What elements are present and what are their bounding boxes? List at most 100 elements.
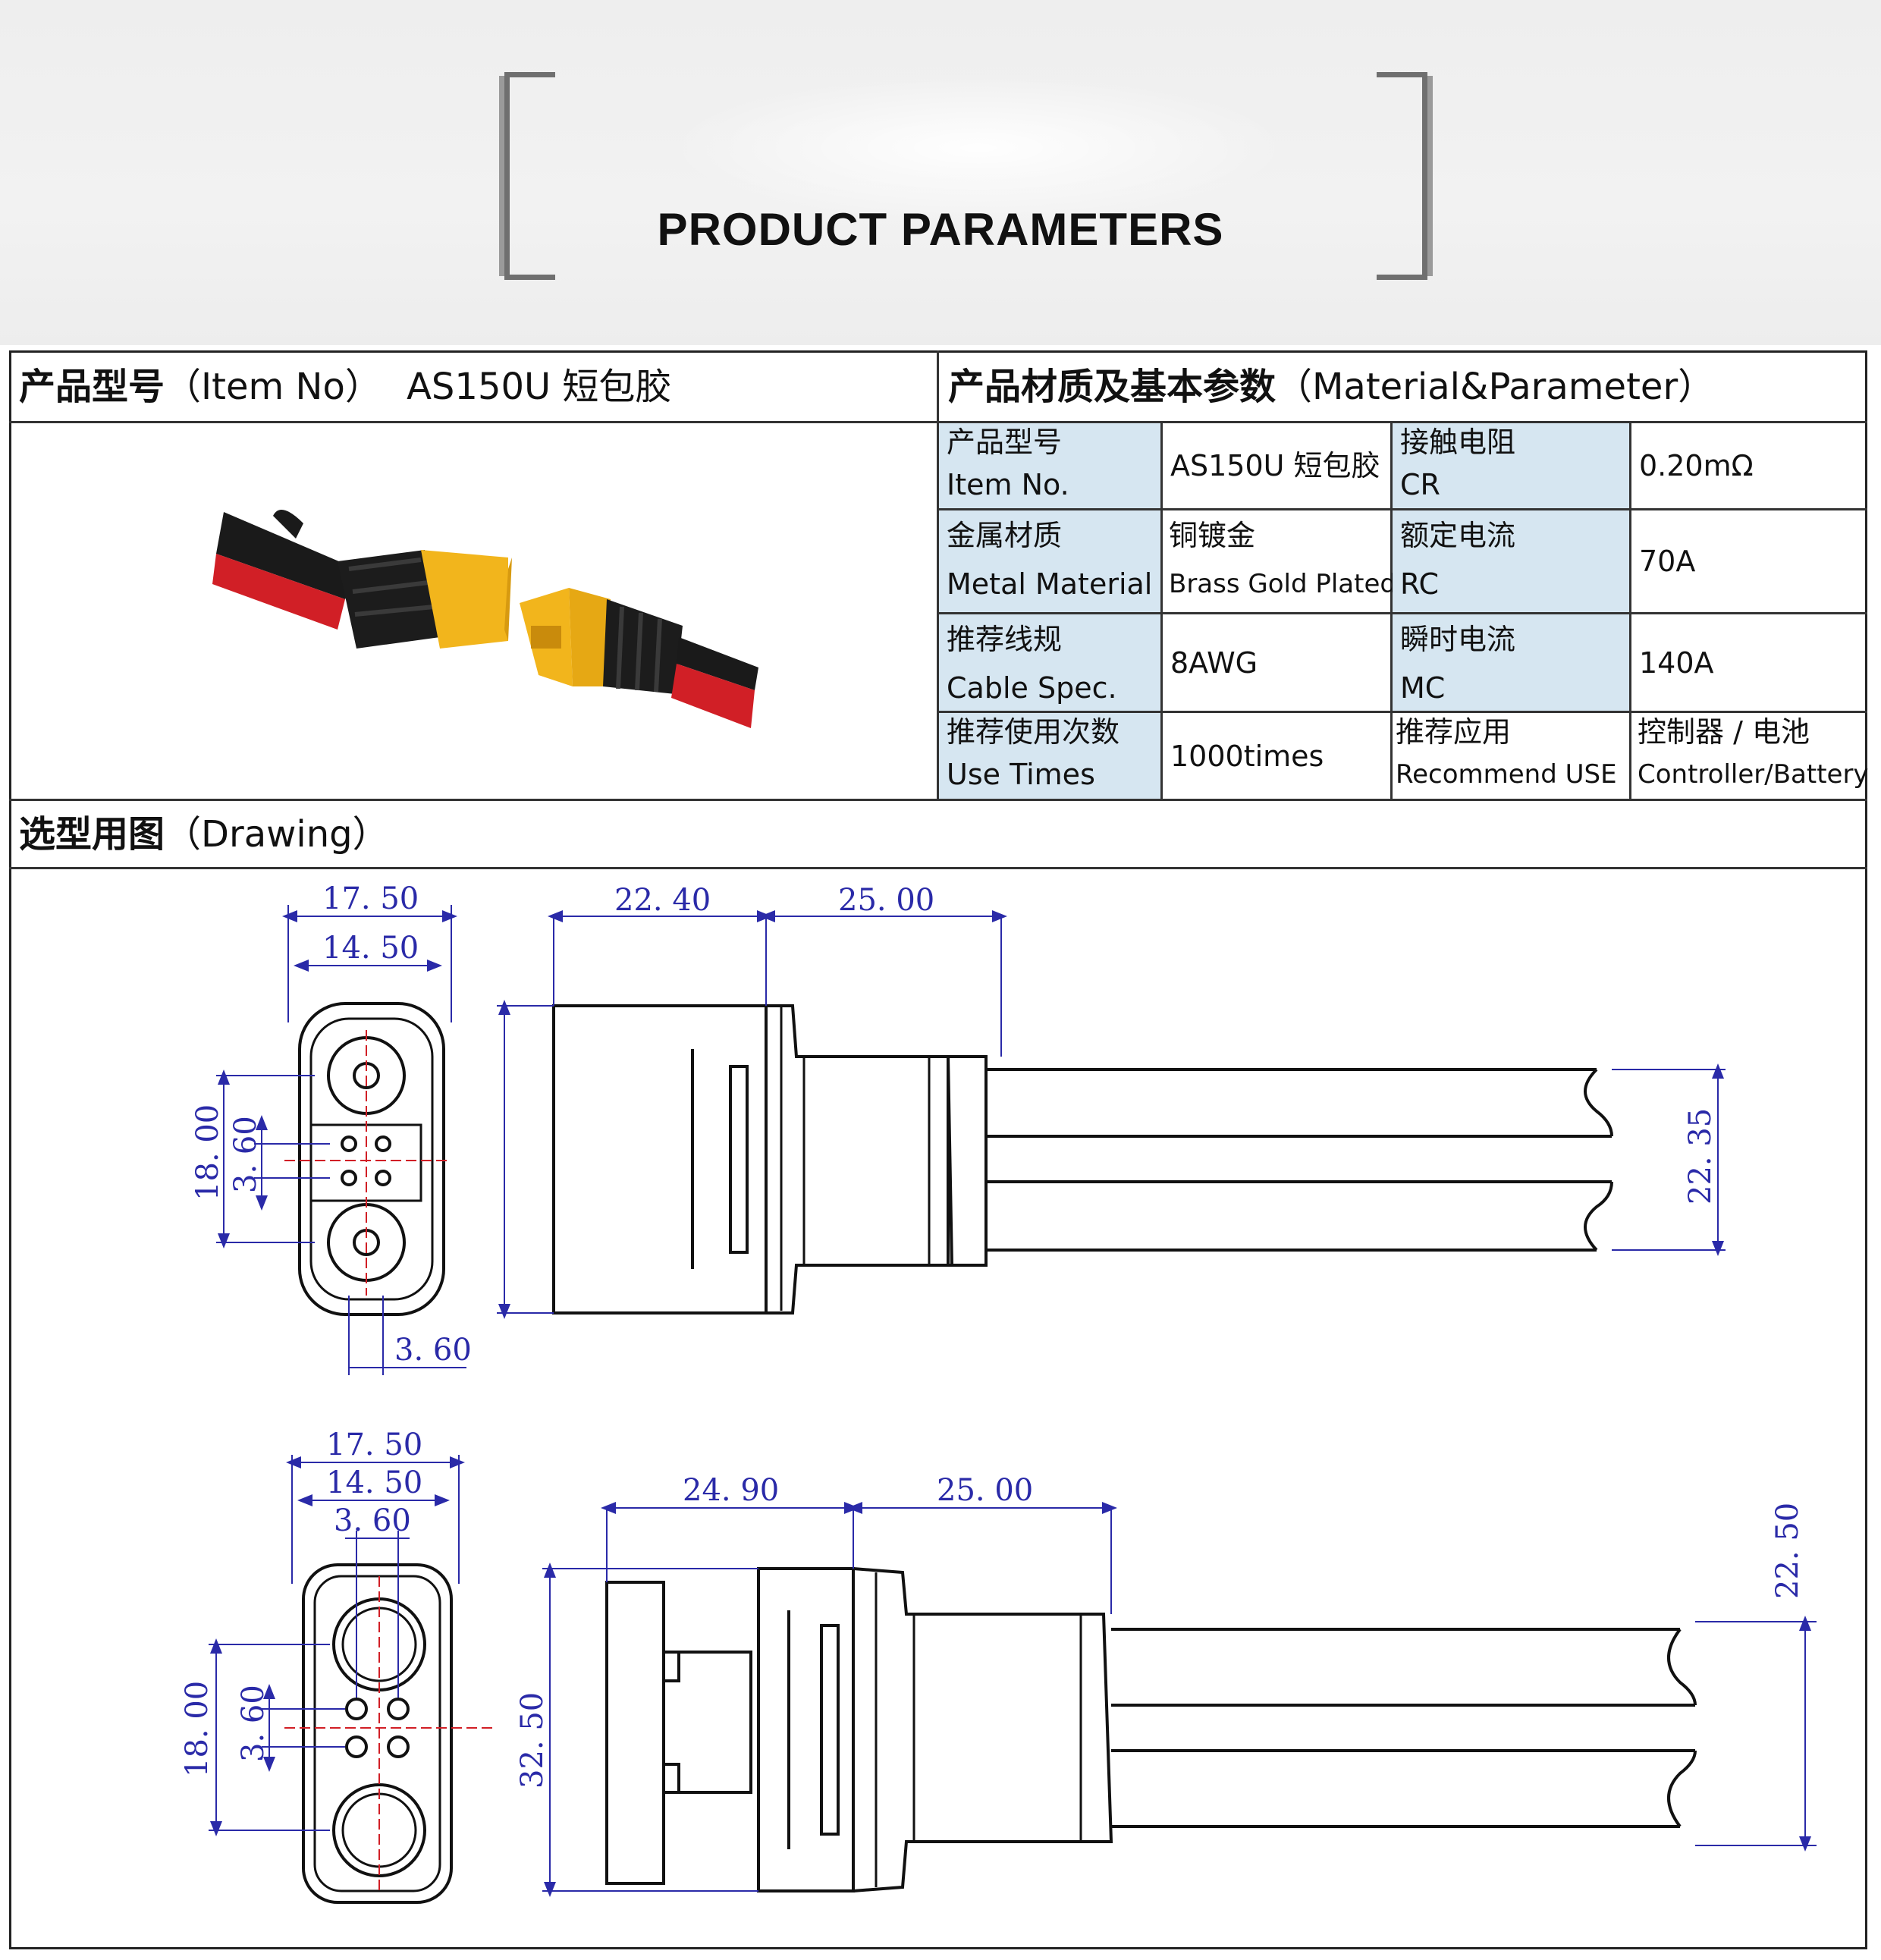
male-signal-pin [345, 1735, 368, 1758]
param-value-item-no: AS150U 短包胶 [1163, 423, 1390, 508]
male-side-latch [820, 1624, 840, 1836]
male-side-boot [853, 1567, 1113, 1892]
header-banner: PRODUCT PARAMETERS [0, 0, 1881, 345]
param-label-cable: 推荐线规 Cable Spec. [939, 614, 1160, 711]
female-side-dimensions [497, 910, 1726, 1319]
male-signal-pin [387, 1735, 410, 1758]
grid-col-3 [1390, 421, 1393, 799]
param-value: 控制器 / 电池 [1638, 715, 1810, 749]
dim-label: 3. 60 [334, 1503, 411, 1538]
grid-row-2 [937, 612, 1867, 614]
param-value-recommend: 控制器 / 电池 Controller/Battery [1631, 713, 1869, 799]
female-side-view [552, 1004, 1613, 1315]
female-front-inner [309, 1017, 434, 1301]
param-label-cr: 接触电阻 CR [1393, 423, 1629, 508]
divider-center [937, 350, 939, 800]
material-label-cn: 产品材质及基本参数 [948, 366, 1277, 408]
dim-label: 25. 00 [838, 883, 934, 918]
cable-break [1667, 1750, 1697, 1828]
male-side-dimensions [542, 1502, 1817, 1897]
item-no-label-cn: 产品型号 [19, 366, 165, 408]
param-cn: 推荐使用次数 [947, 715, 1120, 749]
param-en: Cable Spec. [947, 671, 1117, 705]
param-label-mc: 瞬时电流 MC [1393, 614, 1629, 711]
cable-break [1584, 1181, 1613, 1252]
female-housing [421, 550, 508, 649]
param-value: 铜镀金 [1169, 519, 1256, 552]
left-boot-ribs [348, 558, 435, 617]
grid-col-2 [1160, 421, 1163, 799]
grid-row-3 [937, 711, 1867, 713]
param-cn: 额定电流 [1400, 519, 1516, 552]
param-value-en: Brass Gold Plated [1169, 569, 1396, 599]
right-bracket-decoration [1377, 72, 1427, 280]
dim-label: 25. 00 [937, 1473, 1033, 1508]
cable-break [1584, 1068, 1613, 1137]
divider-drawing-body [9, 867, 1867, 869]
dim-label: 18. 00 [180, 1681, 215, 1777]
param-en: Recommend USE [1396, 759, 1617, 790]
dim-label: 3. 60 [228, 1116, 263, 1193]
header-glow [667, 72, 1289, 224]
product-photo [212, 510, 758, 728]
param-label-metal: 金属材质 Metal Material [939, 510, 1160, 612]
param-en: RC [1400, 567, 1440, 601]
left-black-cable [216, 512, 356, 599]
drawing-label-cn: 选型用图 [19, 813, 165, 856]
param-en: MC [1400, 671, 1446, 705]
param-value-metal: 铜镀金 Brass Gold Plated [1163, 510, 1396, 612]
param-label-recommend: 推荐应用 Recommend USE [1393, 713, 1629, 799]
param-cn: 瞬时电流 [1400, 623, 1516, 656]
param-en: Metal Material [947, 567, 1153, 601]
male-signal-pin [387, 1698, 410, 1720]
male-side-plug [605, 1581, 752, 1885]
dim-label: 14. 50 [322, 931, 419, 966]
right-black-cable [677, 637, 758, 690]
param-value: AS150U 短包胶 [1170, 449, 1380, 482]
male-side-view [605, 1567, 1697, 1892]
dim-label: 32. 50 [515, 1692, 550, 1789]
female-signal-pin [375, 1170, 391, 1186]
param-cn: 推荐线规 [947, 623, 1063, 656]
param-cn: 产品型号 [947, 426, 1063, 459]
female-front-view [284, 1002, 451, 1316]
male-front-outline [302, 1563, 453, 1904]
technical-drawing: 17. 50 14. 50 18. 00 3. 60 3. 60 22. 40 … [180, 881, 1817, 1904]
dim-label: 3. 60 [394, 1333, 472, 1368]
param-value: 140A [1639, 645, 1714, 680]
female-signal-pin [341, 1170, 357, 1186]
dim-label: 14. 50 [326, 1465, 422, 1500]
param-value: 8AWG [1170, 645, 1258, 680]
param-value-cr: 0.20mΩ [1631, 423, 1865, 508]
dim-label: 22. 35 [1683, 1108, 1718, 1205]
material-heading: 产品材质及基本参数（Material&Parameter） [948, 364, 1714, 410]
param-value: 0.20mΩ [1639, 449, 1754, 482]
param-en: Use Times [947, 758, 1095, 791]
param-cn: 金属材质 [947, 519, 1063, 552]
left-boot [338, 550, 440, 649]
female-signal-pin [341, 1135, 357, 1152]
dim-label: 24. 90 [683, 1473, 779, 1508]
param-en: CR [1400, 468, 1440, 501]
male-side-plug-slot [662, 1651, 752, 1794]
female-housing-edge [504, 558, 512, 641]
male-housing [569, 588, 611, 686]
female-side-latch [729, 1065, 749, 1254]
cable-split [273, 510, 303, 539]
cable-break [1667, 1628, 1697, 1706]
param-value-mc: 140A [1631, 614, 1865, 711]
female-side-housing [552, 1004, 768, 1315]
left-bracket-decoration [504, 72, 555, 280]
param-label-item-no: 产品型号 Item No. [939, 423, 1160, 508]
param-en: Item No. [947, 468, 1069, 501]
item-no-heading: 产品型号（Item No） AS150U 短包胶 [19, 364, 671, 410]
right-boot-ribs [616, 606, 662, 693]
param-cn: 推荐应用 [1396, 715, 1512, 749]
param-label-rc: 额定电流 RC [1393, 510, 1629, 612]
item-no-value: AS150U 短包胶 [407, 366, 672, 408]
page-title: PRODUCT PARAMETERS [657, 204, 1224, 255]
param-value: 70A [1639, 545, 1696, 578]
material-label-en: （Material&Parameter） [1276, 366, 1715, 408]
male-signal-pin [345, 1698, 368, 1720]
dim-label: 18. 00 [190, 1104, 225, 1201]
